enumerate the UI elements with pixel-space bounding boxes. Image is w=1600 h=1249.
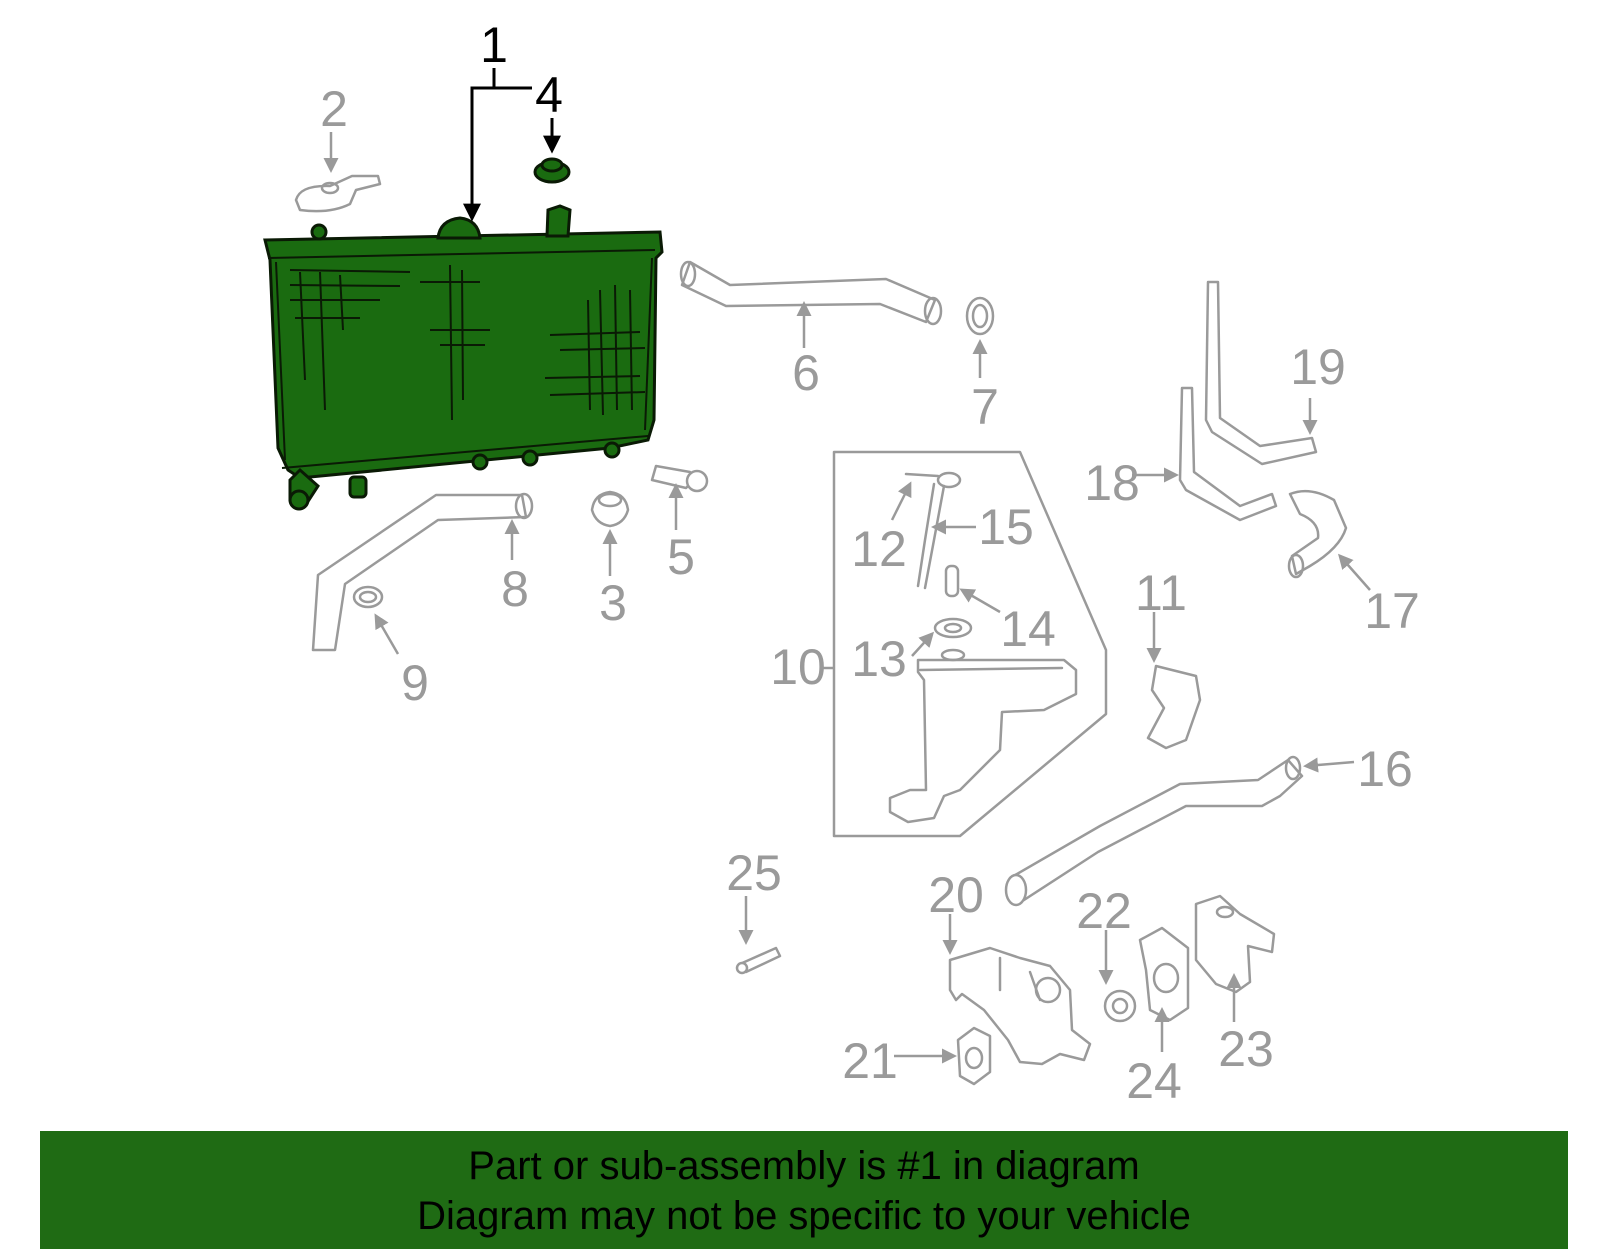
banner-line-2: Diagram may not be specific to your vehi… [417, 1194, 1191, 1238]
bracket-part-2[interactable] [294, 174, 382, 213]
upper-hose-part-6[interactable] [679, 260, 943, 326]
drain-plug-part-5[interactable] [650, 464, 709, 493]
callout-9[interactable]: 9 [401, 655, 429, 711]
callout-15[interactable]: 15 [978, 499, 1034, 555]
reservoir-tank[interactable] [888, 648, 1078, 824]
callout-3[interactable]: 3 [599, 575, 627, 631]
callout-20[interactable]: 20 [928, 867, 984, 923]
callout-22[interactable]: 22 [1076, 883, 1132, 939]
callout-5[interactable]: 5 [667, 529, 695, 585]
reservoir-group-box-part-10 [832, 450, 1108, 838]
callout-12[interactable]: 12 [851, 521, 907, 577]
callout-2[interactable]: 2 [320, 81, 348, 137]
thermostat-housing-part-20[interactable] [948, 946, 1092, 1066]
callout-21[interactable]: 21 [842, 1033, 898, 1089]
callout-19[interactable]: 19 [1290, 339, 1346, 395]
hose-part-17[interactable] [1287, 489, 1348, 579]
gasket-part-24[interactable] [1138, 926, 1190, 1022]
overflow-tube-part-15[interactable] [916, 482, 946, 590]
clamp-part-7[interactable] [965, 296, 995, 336]
water-pipe-part-16[interactable] [1004, 755, 1304, 907]
radiator-cap-part-4[interactable] [533, 157, 571, 184]
radiator-part-1[interactable] [263, 204, 664, 511]
lower-hose-part-8[interactable] [311, 492, 534, 652]
gasket-part-21[interactable] [956, 1026, 992, 1086]
callout-labels: 1 2 3 4 5 6 7 8 9 10 11 12 13 14 15 16 1… [320, 17, 1420, 1109]
callout-1[interactable]: 1 [480, 17, 508, 73]
leader-lines [323, 68, 1371, 1064]
callout-25[interactable]: 25 [726, 845, 782, 901]
callout-13[interactable]: 13 [851, 631, 907, 687]
callout-14[interactable]: 14 [1000, 601, 1056, 657]
grommet-part-3[interactable] [590, 490, 630, 528]
banner-line-1: Part or sub-assembly is #1 in diagram [468, 1144, 1140, 1188]
callout-10[interactable]: 10 [770, 639, 826, 695]
callout-23[interactable]: 23 [1218, 1021, 1274, 1077]
heater-pipe-part-18[interactable] [1178, 386, 1278, 522]
hose-part-14[interactable] [944, 564, 960, 598]
thermostat-part-22[interactable] [1103, 989, 1137, 1023]
callout-4[interactable]: 4 [535, 67, 563, 123]
sensor-part-25[interactable] [735, 946, 782, 975]
callout-18[interactable]: 18 [1084, 455, 1140, 511]
callout-6[interactable]: 6 [792, 345, 820, 401]
clamp-part-9[interactable] [352, 585, 384, 609]
bracket-part-11[interactable] [1146, 664, 1202, 750]
grommet-part-13[interactable] [933, 617, 973, 639]
callout-7[interactable]: 7 [971, 379, 999, 435]
callout-24[interactable]: 24 [1126, 1053, 1182, 1109]
callout-17[interactable]: 17 [1364, 583, 1420, 639]
heater-pipe-part-19[interactable] [1204, 280, 1318, 466]
callout-11[interactable]: 11 [1135, 565, 1187, 621]
water-outlet-part-23[interactable] [1194, 894, 1276, 994]
reservoir-cap-part-12[interactable] [904, 471, 962, 489]
callout-16[interactable]: 16 [1357, 741, 1413, 797]
callout-8[interactable]: 8 [501, 561, 529, 617]
info-banner: Part or sub-assembly is #1 in diagram Di… [40, 1131, 1568, 1249]
